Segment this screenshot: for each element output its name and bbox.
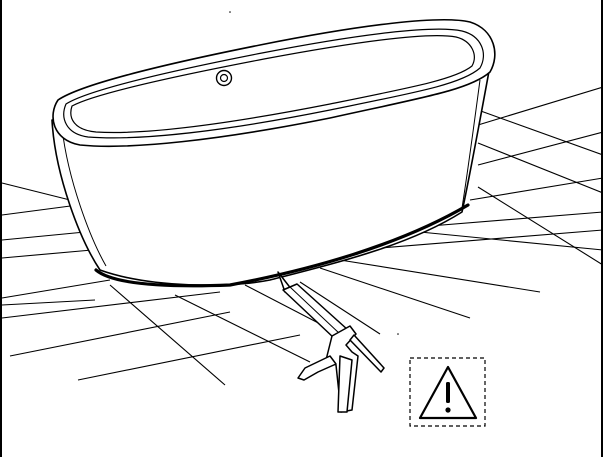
warning-sign: [409, 357, 486, 427]
sealant-bead: [94, 203, 470, 288]
right-frame-border: [601, 0, 603, 457]
floor-tile-grid: [1, 86, 603, 386]
warning-triangle-icon: [418, 365, 478, 420]
caulking-gun-icon: [277, 271, 385, 413]
stray-dot: [397, 333, 399, 335]
bathtub-rim: [52, 18, 496, 148]
stray-dot: [229, 11, 231, 13]
left-frame-border: [0, 0, 2, 457]
bathtub: [51, 18, 496, 286]
